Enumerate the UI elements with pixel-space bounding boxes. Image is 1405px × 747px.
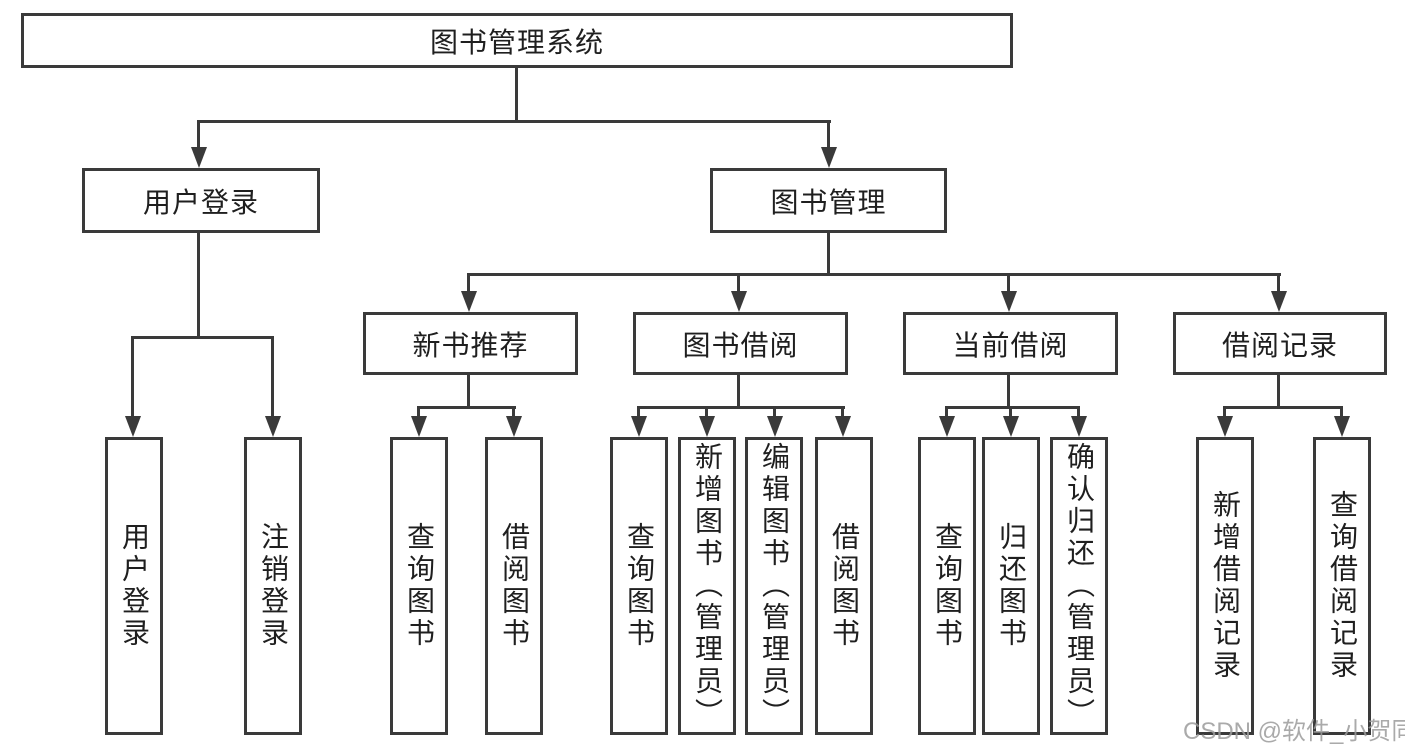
arrow-down-icon xyxy=(767,416,783,437)
connector-user-login-rail xyxy=(131,336,274,339)
node-book-management: 图书管理 xyxy=(710,168,947,233)
arrow-down-icon xyxy=(939,416,955,437)
arrow-down-icon xyxy=(506,416,522,437)
node-new-book-recommend-label: 新书推荐 xyxy=(412,329,529,361)
arrow-down-icon xyxy=(411,416,427,437)
leaf-record-add-label: 新增借阅记录 xyxy=(1210,490,1241,682)
leaf-record-add: 新增借阅记录 xyxy=(1196,437,1254,735)
arrow-down-icon xyxy=(1003,416,1019,437)
arrow-down-icon xyxy=(191,147,207,168)
connector-borrow-stem xyxy=(737,375,740,409)
connector-drop xyxy=(773,406,776,418)
leaf-borrow-add-book-label: 新增图书（管理员） xyxy=(692,442,723,730)
node-borrow-record-label: 借阅记录 xyxy=(1221,329,1338,361)
node-root-label: 图书管理系统 xyxy=(429,26,604,58)
node-book-management-label: 图书管理 xyxy=(770,186,887,218)
connector-drop xyxy=(841,406,844,418)
node-user-login-label: 用户登录 xyxy=(142,186,259,218)
connector-record-stem xyxy=(1277,375,1280,409)
connector-recommend-stem xyxy=(467,375,470,409)
arrow-down-icon xyxy=(265,416,281,437)
connector-drop xyxy=(1223,406,1226,418)
leaf-borrow-add-book: 新增图书（管理员） xyxy=(678,437,736,735)
connector-drop xyxy=(705,406,708,418)
leaf-recommend-query-book-label: 查询图书 xyxy=(404,522,435,650)
leaf-current-return-book: 归还图书 xyxy=(982,437,1040,735)
leaf-borrow-query-book: 查询图书 xyxy=(610,437,668,735)
arrow-down-icon xyxy=(731,291,747,312)
leaf-borrow-query-book-label: 查询图书 xyxy=(624,522,655,650)
connector-drop-recommend xyxy=(467,273,470,293)
connector-record-rail xyxy=(1223,406,1343,409)
node-user-login: 用户登录 xyxy=(82,168,320,233)
connector-level3-rail xyxy=(467,273,1281,276)
arrow-down-icon xyxy=(1071,416,1087,437)
arrow-down-icon xyxy=(125,416,141,437)
arrow-down-icon xyxy=(699,416,715,437)
connector-drop xyxy=(1340,406,1343,418)
leaf-user-login-label: 用户登录 xyxy=(119,522,150,650)
connector-borrow-rail xyxy=(637,406,845,409)
leaf-recommend-borrow-book: 借阅图书 xyxy=(485,437,543,735)
connector-drop-current xyxy=(1007,273,1010,293)
leaf-borrow-borrow-book-label: 借阅图书 xyxy=(829,522,860,650)
csdn-watermark: CSDN @软件_小贺同学 xyxy=(1183,718,1405,745)
leaf-current-query-book-label: 查询图书 xyxy=(932,522,963,650)
connector-drop-book-management xyxy=(827,120,830,149)
connector-current-stem xyxy=(1007,375,1010,409)
leaf-borrow-edit-book-label: 编辑图书（管理员） xyxy=(759,442,790,730)
connector-drop-leaf-logout xyxy=(271,336,274,417)
node-book-borrow-label: 图书借阅 xyxy=(682,329,799,361)
connector-drop xyxy=(945,406,948,418)
connector-drop-borrow xyxy=(737,273,740,293)
node-new-book-recommend: 新书推荐 xyxy=(363,312,578,375)
node-book-borrow: 图书借阅 xyxy=(633,312,848,375)
leaf-logout-label: 注销登录 xyxy=(258,522,289,650)
leaf-recommend-borrow-book-label: 借阅图书 xyxy=(499,522,530,650)
leaf-current-confirm-return: 确认归还（管理员） xyxy=(1050,437,1108,735)
arrow-down-icon xyxy=(1001,291,1017,312)
connector-drop-leaf-login xyxy=(131,336,134,417)
arrow-down-icon xyxy=(1334,416,1350,437)
leaf-borrow-borrow-book: 借阅图书 xyxy=(815,437,873,735)
connector-root-stem xyxy=(515,68,518,123)
leaf-current-confirm-return-label: 确认归还（管理员） xyxy=(1064,442,1095,730)
leaf-user-login: 用户登录 xyxy=(105,437,163,735)
leaf-borrow-edit-book: 编辑图书（管理员） xyxy=(745,437,803,735)
arrow-down-icon xyxy=(835,416,851,437)
connector-drop xyxy=(417,406,420,418)
arrow-down-icon xyxy=(631,416,647,437)
connector-user-login-stem xyxy=(197,233,200,339)
leaf-current-return-book-label: 归还图书 xyxy=(996,522,1027,650)
connector-drop-record xyxy=(1277,273,1280,293)
node-current-borrow: 当前借阅 xyxy=(903,312,1118,375)
leaf-current-query-book: 查询图书 xyxy=(918,437,976,735)
node-current-borrow-label: 当前借阅 xyxy=(952,329,1069,361)
node-root-system: 图书管理系统 xyxy=(21,13,1013,68)
connector-drop-user-login xyxy=(197,120,200,149)
connector-drop xyxy=(1009,406,1012,418)
arrow-down-icon xyxy=(1271,291,1287,312)
leaf-record-query: 查询借阅记录 xyxy=(1313,437,1371,735)
leaf-logout: 注销登录 xyxy=(244,437,302,735)
connector-drop xyxy=(637,406,640,418)
connector-current-rail xyxy=(945,406,1080,409)
connector-book-management-stem xyxy=(827,233,830,276)
connector-recommend-rail xyxy=(417,406,516,409)
arrow-down-icon xyxy=(1217,416,1233,437)
leaf-recommend-query-book: 查询图书 xyxy=(390,437,448,735)
arrow-down-icon xyxy=(461,291,477,312)
connector-drop xyxy=(512,406,515,418)
leaf-record-query-label: 查询借阅记录 xyxy=(1327,490,1358,682)
node-borrow-record: 借阅记录 xyxy=(1173,312,1387,375)
arrow-down-icon xyxy=(821,147,837,168)
connector-level2-rail xyxy=(197,120,831,123)
connector-drop xyxy=(1077,406,1080,418)
